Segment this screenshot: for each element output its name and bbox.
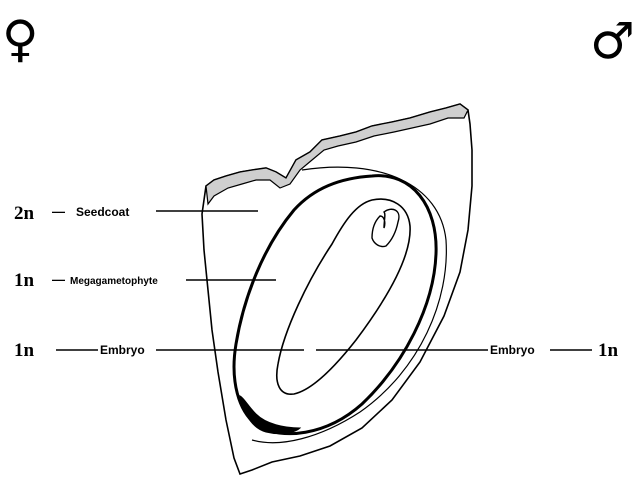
megagametophyte-ploidy: 1n [14, 270, 35, 291]
seedcoat-dash: — [52, 204, 65, 219]
embryo-left-label: Embryo [100, 343, 145, 357]
embryo-right-ploidy: 1n [598, 340, 619, 361]
seedcoat-label: Seedcoat [76, 205, 129, 219]
seedcoat-ploidy: 2n [14, 203, 35, 224]
megagametophyte-dash: — [52, 272, 65, 287]
male-symbol: ♂ [590, 12, 632, 70]
megagametophyte-label: Megagametophyte [70, 276, 158, 287]
embryo-right-label: Embryo [490, 343, 535, 357]
female-symbol: ♀ [2, 10, 39, 68]
embryo-left-ploidy: 1n [14, 340, 35, 361]
